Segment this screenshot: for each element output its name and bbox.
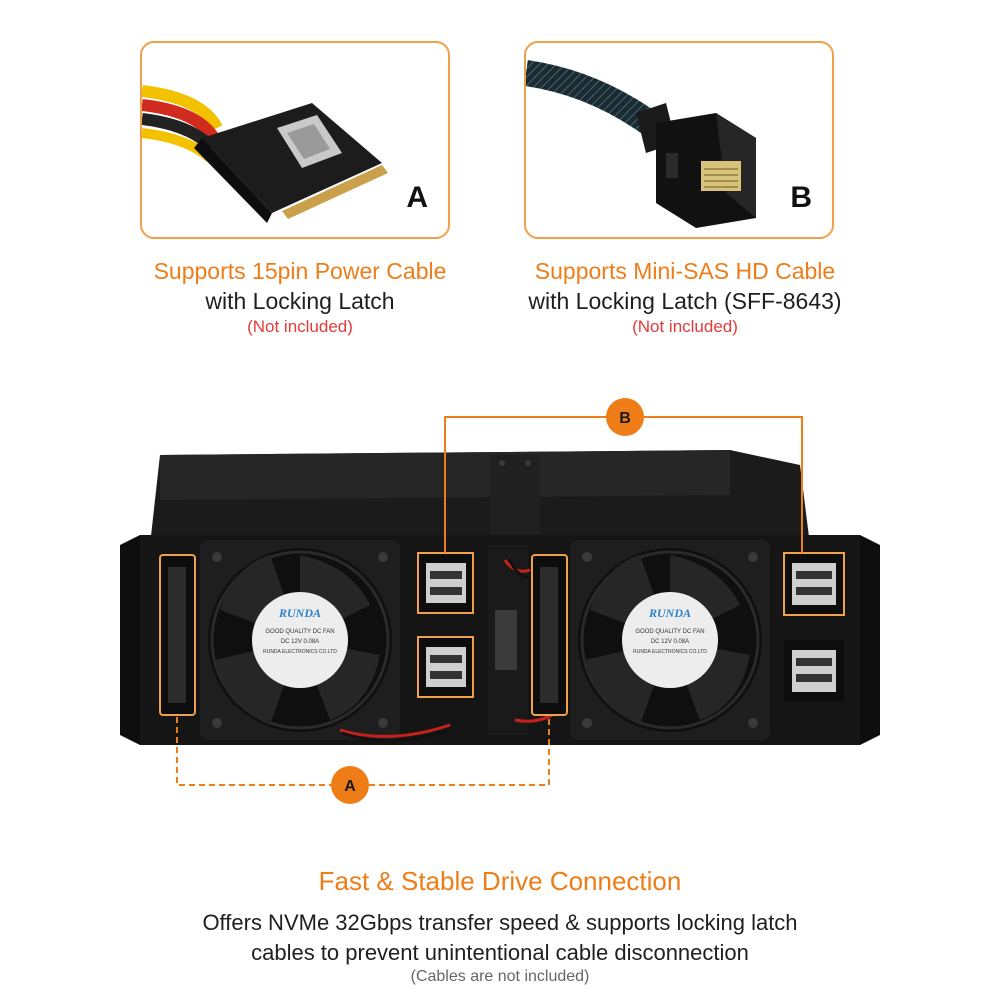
drive-enclosure-illustration: RUNDA GOOD QUALITY DC FAN DC 12V 0.08A R…: [120, 398, 880, 804]
caption-a-note: (Not included): [247, 317, 353, 336]
footer-note: (Cables are not included): [410, 968, 590, 985]
fan-left-label-line2: DC 12V 0.08A: [281, 639, 319, 645]
mini-sas-hd-cable-illustration: [526, 60, 756, 228]
fan-left-label-line1: GOOD QUALITY DC FAN: [265, 629, 334, 635]
mini-sas-port-right-bottom: [784, 640, 844, 702]
sata-power-cable-illustration: [142, 85, 388, 223]
fan-right-label-line3: RUNDA ELECTRONICS CO.LTD: [633, 649, 707, 655]
callout-a-badge: [331, 766, 369, 804]
power-cable-card: A: [140, 41, 450, 239]
footer-title: Fast & Stable Drive Connection: [318, 866, 682, 896]
fan-right-label-line2: DC 12V 0.08A: [651, 639, 689, 645]
fan-right-label-line1: GOOD QUALITY DC FAN: [635, 629, 704, 635]
footer-description-line1: Offers NVMe 32Gbps transfer speed & supp…: [202, 910, 798, 935]
mini-sas-port-right-top: [783, 552, 845, 616]
callout-b-label: B: [619, 410, 631, 427]
caption-a-subtitle: with Locking Latch: [205, 288, 395, 314]
fan-left: [200, 540, 400, 740]
mini-sas-cable-card: B: [524, 41, 834, 239]
fan-right: [570, 540, 770, 740]
caption-power-cable: Supports 15pin Power Cable with Locking …: [90, 256, 510, 338]
card-letter-a: A: [406, 181, 428, 214]
caption-b-title: Supports Mini-SAS HD Cable: [534, 258, 836, 284]
fan-right-brand: RUNDA: [648, 606, 691, 620]
footer-description-line2: cables to prevent unintentional cable di…: [251, 940, 749, 965]
mini-sas-port-center-top: [417, 552, 474, 614]
callout-b-badge: [606, 398, 644, 436]
callout-a-label: A: [344, 778, 356, 795]
caption-b-note: (Not included): [632, 317, 738, 336]
caption-a-title: Supports 15pin Power Cable: [153, 258, 447, 284]
caption-mini-sas-cable: Supports Mini-SAS HD Cable with Locking …: [475, 256, 895, 338]
mini-sas-port-center-bottom: [417, 636, 474, 698]
caption-b-subtitle: with Locking Latch (SFF-8643): [528, 288, 842, 314]
card-letter-b: B: [790, 181, 812, 214]
fan-left-label-line3: RUNDA ELECTRONICS CO.LTD: [263, 649, 337, 655]
fan-left-brand: RUNDA: [278, 606, 321, 620]
